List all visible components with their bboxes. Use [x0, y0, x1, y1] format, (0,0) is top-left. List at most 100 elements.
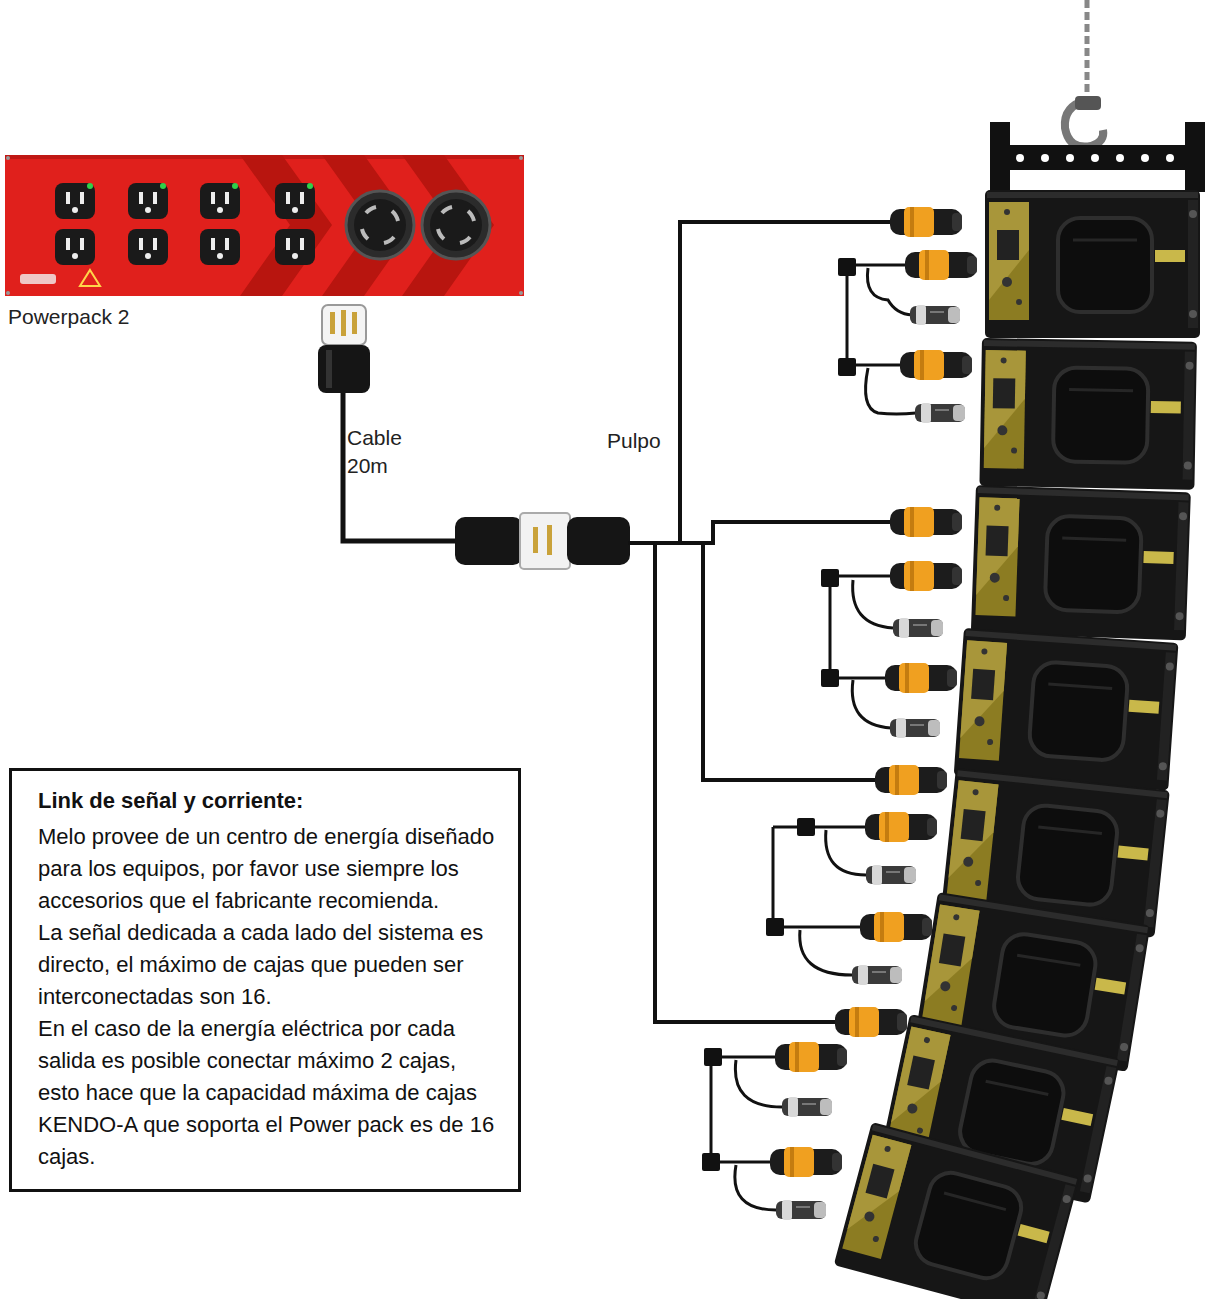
rigging — [990, 0, 1205, 192]
speaker-array-part — [985, 190, 1200, 338]
powerpack-unit-part — [80, 270, 100, 286]
powerpack-unit-part — [519, 156, 523, 160]
rigging-part — [1091, 154, 1099, 162]
powerpack-unit — [5, 155, 524, 296]
rigging-part — [1066, 154, 1074, 162]
cable-label: Cable 20m — [347, 424, 425, 480]
powerpack-unit-part — [128, 183, 168, 219]
pulpo-wires-part — [680, 522, 892, 543]
link-wires-part — [772, 827, 775, 927]
powerpack-unit-part — [275, 229, 315, 265]
connectors-part — [885, 663, 957, 693]
powerpack-unit-part — [55, 183, 95, 219]
link-wires — [711, 265, 916, 1210]
pulpo-wires-part — [703, 543, 877, 780]
connectors-part — [893, 618, 943, 638]
inline-coupler-part — [520, 513, 570, 569]
connectors-part — [890, 561, 962, 591]
pulpo-wires — [628, 222, 892, 1022]
note-text: Melo provee de un centro de energía dise… — [38, 821, 502, 917]
powerpack-unit-part — [200, 229, 240, 265]
powerpack-unit-part — [55, 229, 95, 265]
link-nodes-part — [838, 258, 856, 276]
link-nodes-part — [704, 1048, 722, 1066]
powerpack-unit-part — [307, 183, 313, 189]
powerpack-unit-part — [402, 155, 494, 296]
link-wires-part — [735, 1060, 782, 1107]
connectors-part — [782, 1097, 832, 1117]
cable-label: Pulpo — [607, 427, 661, 455]
connectors-part — [890, 718, 940, 738]
link-nodes-part — [821, 669, 839, 687]
link-wires-part — [830, 575, 892, 578]
rigging-part — [1116, 154, 1124, 162]
inline-coupler-part — [533, 527, 538, 553]
note-text: La señal dedicada a cada lado del sistem… — [38, 917, 502, 1013]
inline-coupler — [455, 513, 630, 569]
link-wires-part — [800, 930, 852, 975]
connectors-part — [890, 507, 962, 537]
link-wires-part — [710, 1057, 713, 1162]
rigging-part — [1041, 154, 1049, 162]
link-wires-part — [846, 267, 849, 367]
speaker-array-part — [979, 338, 1197, 490]
power-plug-part — [341, 310, 346, 336]
device-name: Powerpack 2 — [8, 305, 129, 329]
connectors-part — [835, 1007, 907, 1037]
power-plug-part — [326, 350, 332, 388]
powerpack-box: Powerpack 2 — [5, 155, 524, 296]
link-wires-part — [773, 826, 867, 829]
power-plug-part — [330, 312, 335, 334]
rigging-part — [995, 145, 1200, 170]
powerpack-unit-part — [232, 183, 238, 189]
connectors-part — [890, 207, 962, 237]
connectors-part — [900, 350, 972, 380]
link-nodes-part — [838, 358, 856, 376]
powerpack-unit-part — [240, 155, 332, 296]
cable-wire — [343, 393, 458, 541]
connectors-part — [770, 1147, 842, 1177]
link-nodes-part — [766, 918, 784, 936]
connectors-part — [852, 965, 902, 985]
powerpack-unit-part — [5, 155, 524, 296]
speaker-array-part — [954, 628, 1179, 791]
rigging-part — [1085, 0, 1090, 108]
connectors — [770, 207, 977, 1220]
powerpack-unit-part — [200, 183, 240, 219]
link-wires-part — [867, 268, 912, 315]
cable-wire-part — [343, 393, 458, 541]
link-nodes — [702, 258, 856, 1171]
power-plug-part — [318, 345, 370, 393]
powerpack-unit-part — [322, 155, 414, 296]
note-text: En el caso de la energía eléctrica por c… — [38, 1013, 502, 1173]
inline-coupler-part — [567, 517, 630, 565]
link-wires-part — [853, 580, 893, 628]
inline-coupler-part — [547, 525, 552, 555]
power-plug-part — [352, 312, 357, 334]
note-heading: Link de señal y corriente: — [38, 785, 502, 817]
speaker-array-part — [971, 485, 1191, 640]
powerpack-unit-part — [20, 274, 56, 284]
pulpo-wires-part — [628, 222, 892, 543]
powerpack-unit-part — [275, 183, 315, 219]
connectors-part — [776, 1200, 826, 1220]
powerpack-unit-part — [6, 156, 10, 160]
connectors-part — [865, 812, 937, 842]
inline-coupler-part — [455, 517, 523, 565]
powerpack-unit-part — [128, 229, 168, 265]
rigging-part — [1141, 154, 1149, 162]
link-nodes-part — [797, 818, 815, 836]
pulpo-wires-part — [655, 543, 837, 1022]
connectors-part — [866, 865, 916, 885]
connectors-part — [910, 305, 960, 325]
connectors-part — [905, 250, 977, 280]
link-nodes-part — [821, 569, 839, 587]
powerpack-unit-part — [422, 191, 490, 259]
link-nodes-part — [702, 1153, 720, 1171]
powerpack-unit-part — [160, 183, 166, 189]
connectors-part — [775, 1042, 847, 1072]
powerpack-unit-part — [6, 291, 10, 295]
